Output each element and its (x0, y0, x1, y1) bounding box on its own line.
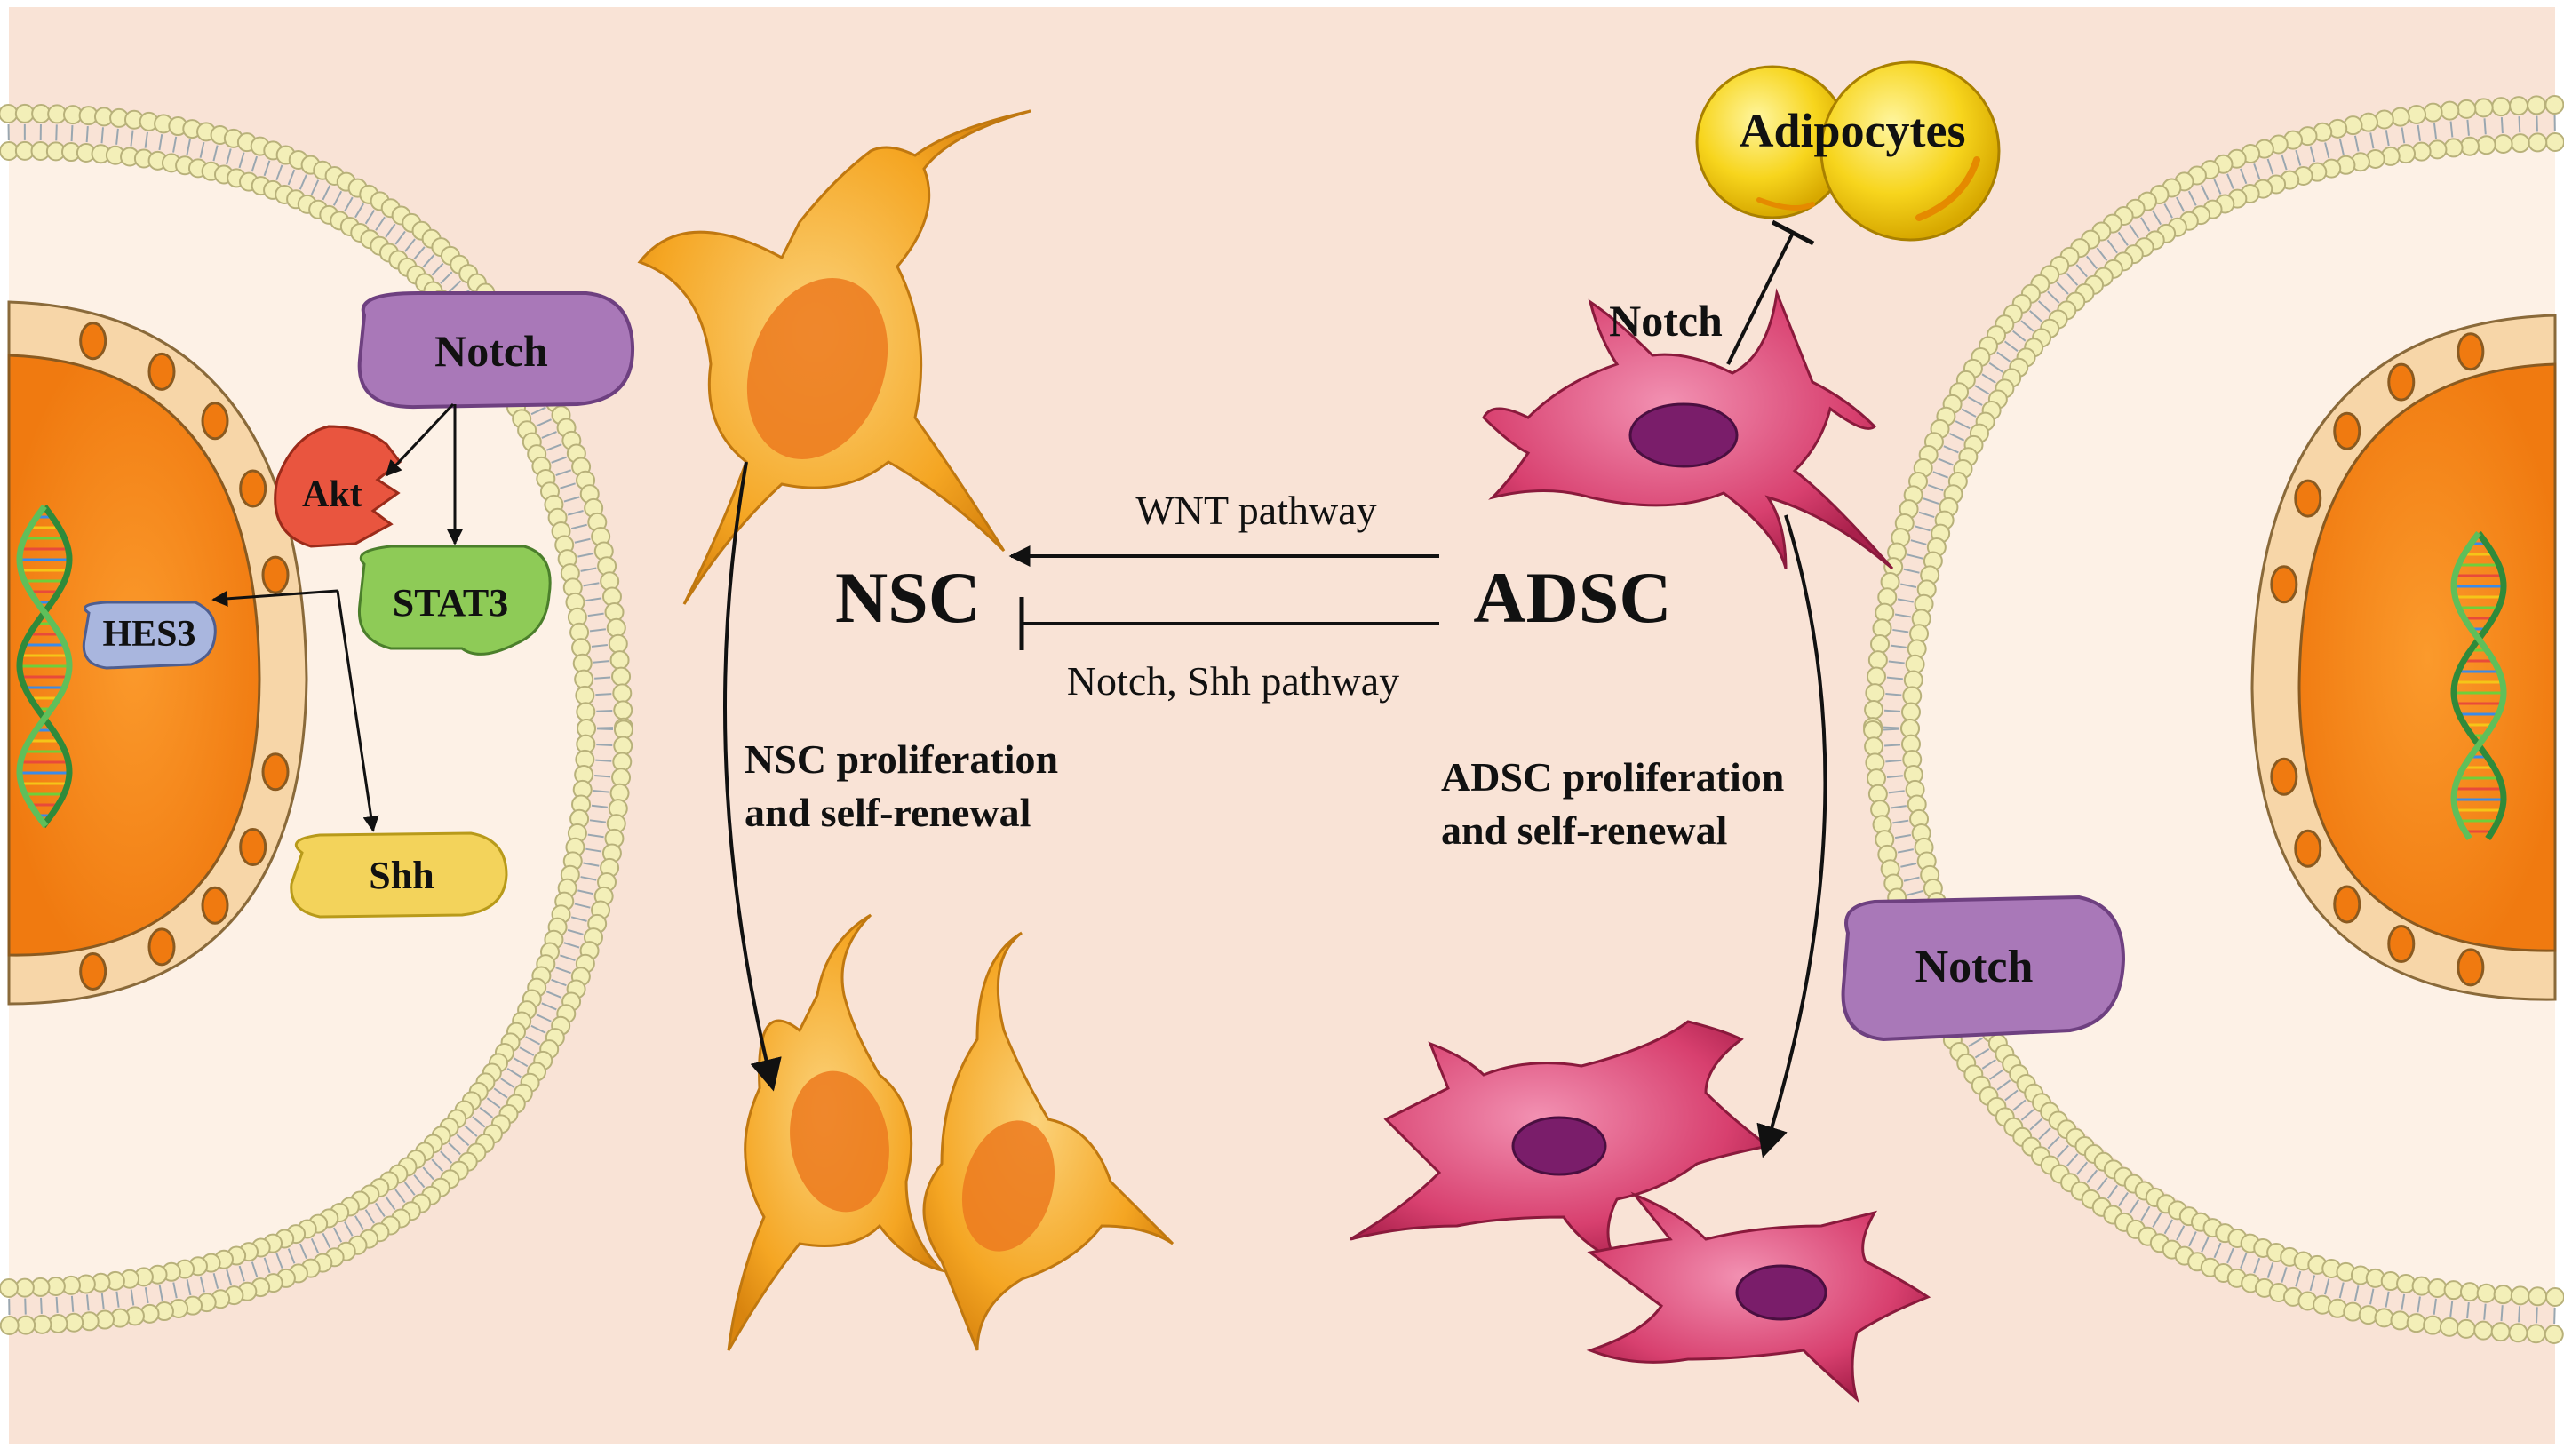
wnt-pathway-label: WNT pathway (1135, 488, 1376, 533)
notch-shh-pathway-label: Notch, Shh pathway (1067, 658, 1399, 704)
shh-label: Shh (369, 854, 434, 897)
notch-top-label: Notch (1609, 296, 1723, 346)
shh-protein: Shh (291, 833, 506, 917)
adsc-label: ADSC (1473, 557, 1671, 638)
adsc-proliferation-line1: ADSC proliferation (1441, 754, 1784, 800)
adsc-proliferation-line2: and self-renewal (1441, 808, 1727, 853)
notch-left-label: Notch (434, 326, 548, 376)
hes3-label: HES3 (102, 614, 195, 655)
notch-receptor-right: Notch (1843, 897, 2123, 1039)
adipocytes-label: Adipocytes (1740, 104, 1966, 157)
akt-label: Akt (302, 474, 362, 515)
hes3-protein: HES3 (84, 602, 215, 668)
nsc-proliferation-line2: and self-renewal (745, 790, 1031, 835)
nsc-proliferation-line1: NSC proliferation (745, 736, 1058, 782)
notch-receptor-left: Notch (360, 293, 633, 407)
nsc-label: NSC (835, 557, 981, 638)
stat3-label: STAT3 (393, 581, 508, 625)
stat3-protein: STAT3 (359, 546, 550, 654)
notch-right-label: Notch (1915, 942, 2034, 992)
